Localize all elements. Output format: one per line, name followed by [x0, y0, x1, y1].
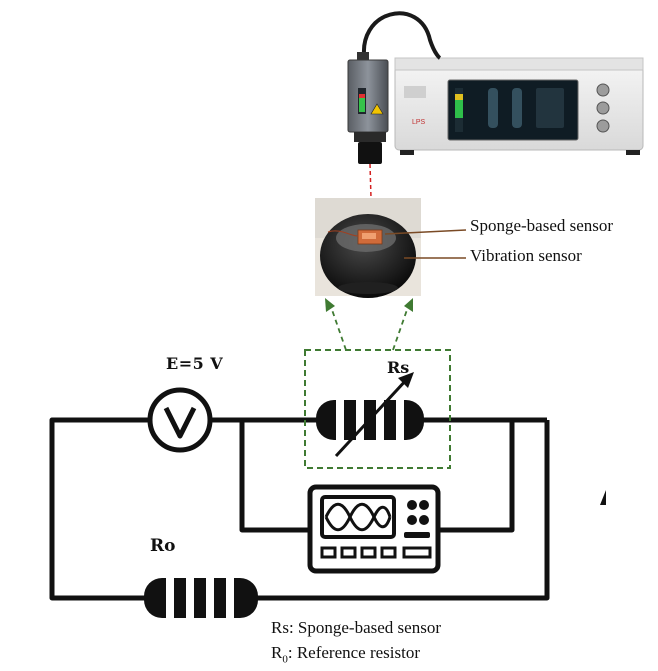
bnc-connector-3: [596, 119, 610, 133]
edge-mark: [600, 490, 606, 505]
legend-r0-subscript: 0: [282, 653, 288, 666]
svg-text:LPS: LPS: [412, 119, 426, 126]
variable-arrow-head: [398, 372, 414, 388]
r0-resistor: [144, 578, 258, 618]
legend-rs: Rs: Sponge-based sensor: [271, 618, 441, 637]
bnc-connector-2: [596, 101, 610, 115]
oscilloscope-icon: [307, 484, 441, 574]
laser-sensor-head: [347, 59, 389, 164]
sensor-photo: [315, 198, 421, 298]
dashed-arrow-left: [329, 303, 347, 351]
rs-resistor: [316, 372, 424, 458]
sensor-cable: [361, 11, 442, 63]
legend-r0: R0: Reference resistor: [271, 643, 420, 665]
r0-label: Ro: [150, 536, 176, 556]
dashed-arrow-right: [392, 303, 410, 351]
legend-r0-text: : Reference resistor: [287, 643, 421, 662]
vibrometer-controller: LPS: [394, 57, 644, 155]
bnc-connector-1: [596, 83, 610, 97]
rs-dashed-box: [304, 349, 451, 469]
circuit-wires: [49, 417, 550, 601]
legend-r0-symbol: R: [271, 643, 283, 662]
vibration-sensor-label: Vibration sensor: [470, 246, 582, 265]
sponge-pointer-line: [384, 229, 467, 235]
source-voltage-label: E=5 V: [166, 354, 224, 373]
rs-label: Rs: [387, 358, 410, 377]
sponge-sensor-label: Sponge-based sensor: [470, 216, 614, 235]
voltage-source: [147, 387, 213, 453]
